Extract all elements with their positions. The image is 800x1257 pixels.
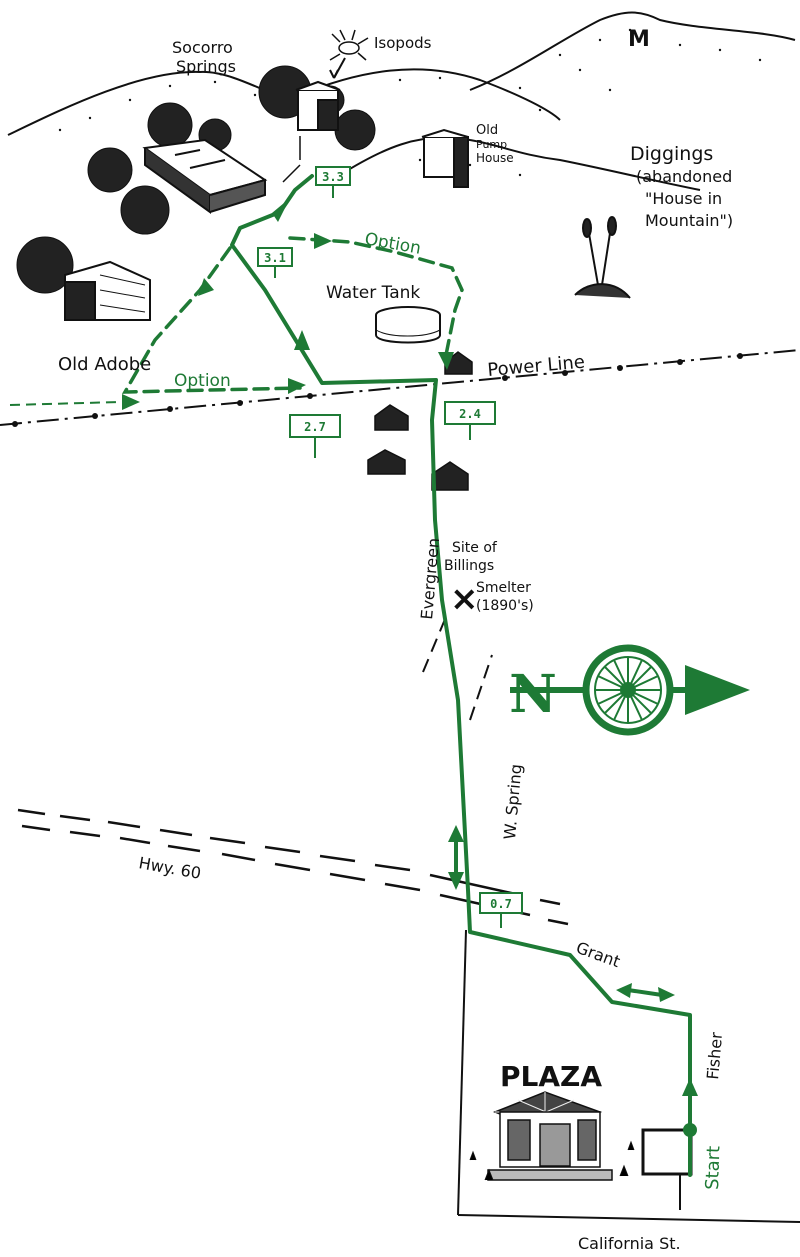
mile-marker-label: 2.4 [459, 407, 481, 421]
plaza-gazebo [487, 1091, 613, 1181]
route-arrows [272, 198, 698, 1096]
mile-marker-label: 0.7 [490, 897, 512, 911]
option-label-top: Option [363, 229, 422, 259]
water-tank-label: Water Tank [326, 283, 420, 303]
option-left-extension [9, 401, 121, 406]
hwy60-label: Hwy. 60 [137, 853, 202, 883]
mile-sign-2-4: 2.4 [444, 401, 496, 440]
pump-house [421, 128, 469, 188]
diggings-tools [574, 216, 631, 299]
trail-to-springs [282, 164, 301, 183]
old-pump-label-3: House [476, 151, 514, 165]
spring-house [295, 80, 341, 131]
socorro-springs-label: Socorro [172, 38, 233, 57]
plaza-label: PLAZA [500, 1060, 602, 1093]
billings-label-1: Site of [452, 540, 498, 556]
mile-marker-label: 3.1 [264, 251, 286, 265]
billings-label-4: (1890's) [476, 598, 534, 614]
option-label-bottom: Option [174, 371, 231, 391]
california-street-label: California St. [578, 1234, 681, 1253]
billings-label-3: Smelter [476, 580, 531, 596]
w-spring-street-label: W. Spring [500, 763, 526, 840]
route-main [230, 174, 692, 1177]
mile-sign-2-7: 2.7 [289, 414, 341, 458]
start-parking-box [641, 1128, 693, 1176]
old-adobe-ruin [64, 260, 151, 321]
mile-sign-3-3: 3.3 [315, 166, 351, 198]
hill-stipple [58, 28, 762, 177]
water-tank [375, 306, 441, 344]
evergreen-street-label: Evergreen [417, 537, 443, 620]
mile-marker-label: 2.7 [304, 420, 326, 434]
socorro-springs-pools [142, 138, 268, 214]
plaza-grass [469, 1140, 635, 1181]
route-option [121, 236, 464, 394]
power-line-label: Power Line [487, 352, 586, 381]
old-pump-label-2: Pump [476, 138, 507, 151]
start-point-dot [683, 1123, 697, 1137]
isopods-label: Isopods [374, 34, 432, 52]
diggings-label-2: (abandoned [636, 167, 732, 186]
grant-double-arrow [627, 988, 663, 997]
diggings-label-3: "House in [645, 189, 722, 208]
option-arrows [122, 233, 332, 410]
mile-sign-0-7: 0.7 [479, 892, 523, 928]
billings-label-2: Billings [444, 558, 494, 574]
mile-marker-label: 3.3 [322, 170, 344, 184]
socorro-springs-label-2: Springs [176, 57, 236, 76]
north-label: N [509, 664, 557, 725]
isopod-icon [329, 29, 369, 79]
mile-sign-3-1: 3.1 [257, 247, 293, 278]
power-line-poles [12, 353, 743, 427]
highway-60 [17, 808, 569, 926]
north-compass-icon [510, 644, 750, 736]
old-pump-label-1: Old [476, 123, 498, 138]
diggings-label-4: Mountain") [645, 211, 733, 230]
old-adobe-label: Old Adobe [58, 354, 151, 375]
small-houses [367, 351, 473, 491]
fisher-street-label: Fisher [703, 1031, 726, 1080]
power-line [0, 349, 800, 426]
diggings-label-1: Diggings [630, 143, 713, 165]
peak-mark: M [628, 27, 650, 52]
start-label: Start [702, 1145, 725, 1190]
smelter-site-marker: × [450, 579, 479, 619]
